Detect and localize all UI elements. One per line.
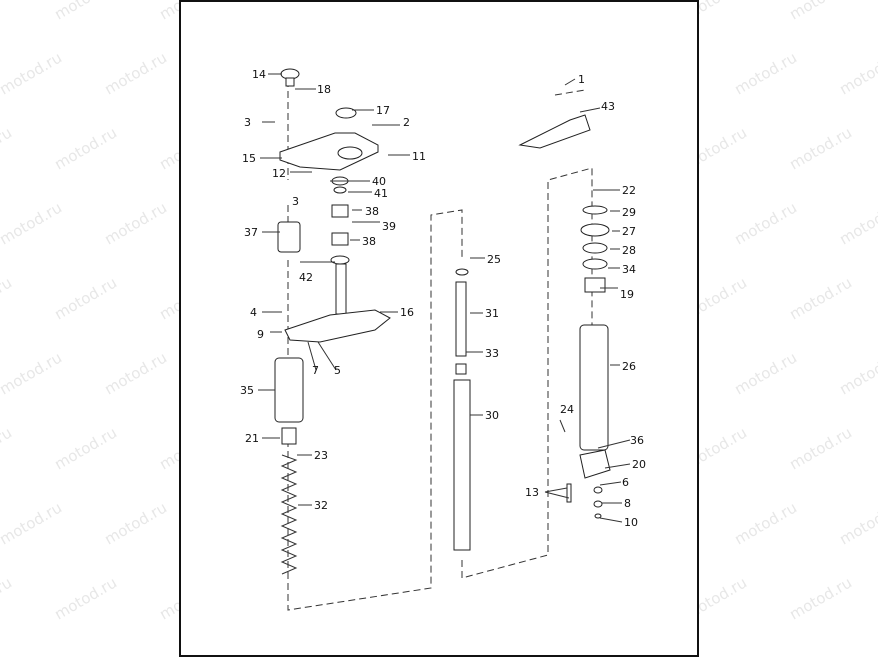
callout-35: 35 bbox=[240, 384, 254, 397]
callout-9: 9 bbox=[257, 328, 264, 341]
part-31-rod bbox=[455, 281, 467, 357]
callout-1: 1 bbox=[578, 73, 585, 86]
part-29-seal bbox=[580, 223, 610, 237]
callout-31: 31 bbox=[485, 307, 499, 320]
part-26-slider bbox=[579, 324, 609, 451]
part-43-bracket bbox=[518, 114, 591, 149]
part-16-lower-bracket bbox=[284, 309, 391, 343]
callout-3a: 3 bbox=[244, 116, 251, 129]
callout-29: 29 bbox=[622, 206, 636, 219]
callout-37: 37 bbox=[244, 226, 258, 239]
callout-39: 39 bbox=[382, 220, 396, 233]
part-32-spring bbox=[280, 454, 298, 575]
callout-26: 26 bbox=[622, 360, 636, 373]
callout-18: 18 bbox=[317, 83, 331, 96]
callout-19: 19 bbox=[620, 288, 634, 301]
callout-41: 41 bbox=[374, 187, 388, 200]
callout-4: 4 bbox=[250, 306, 257, 319]
part-13-bolt bbox=[566, 483, 572, 503]
callout-28: 28 bbox=[622, 244, 636, 257]
callout-12: 12 bbox=[272, 167, 286, 180]
part-20-lug bbox=[579, 449, 611, 479]
assembly-line-right bbox=[461, 167, 593, 579]
part-35-cover bbox=[274, 357, 304, 423]
callout-33: 33 bbox=[485, 347, 499, 360]
part-8 bbox=[593, 500, 603, 508]
part-27-washer bbox=[582, 242, 608, 254]
part-21-cap bbox=[281, 427, 297, 445]
part-28-washer bbox=[582, 258, 608, 270]
callout-3b: 3 bbox=[292, 195, 299, 208]
callout-20: 20 bbox=[632, 458, 646, 471]
part-6 bbox=[593, 486, 603, 494]
callout-40: 40 bbox=[372, 175, 386, 188]
callout-23: 23 bbox=[314, 449, 328, 462]
callout-14: 14 bbox=[252, 68, 266, 81]
callout-36: 36 bbox=[630, 434, 644, 447]
callout-7: 7 bbox=[312, 364, 319, 377]
callout-13: 13 bbox=[525, 486, 539, 499]
diagram-frame bbox=[179, 0, 699, 657]
callout-15: 15 bbox=[242, 152, 256, 165]
callout-34: 34 bbox=[622, 263, 636, 276]
part-14-stem bbox=[285, 77, 295, 87]
part-34-bushing bbox=[584, 277, 606, 293]
callout-27: 27 bbox=[622, 225, 636, 238]
part-17-ring bbox=[335, 107, 357, 119]
leader-lines bbox=[258, 73, 631, 523]
part-25-ring bbox=[455, 268, 469, 276]
part-16-stem bbox=[335, 263, 347, 315]
callout-5: 5 bbox=[334, 364, 341, 377]
part-41-washer bbox=[333, 186, 347, 194]
callout-38a: 38 bbox=[365, 205, 379, 218]
callout-2: 2 bbox=[403, 116, 410, 129]
part-15-hole bbox=[337, 146, 363, 160]
callout-42: 42 bbox=[299, 271, 313, 284]
callout-43: 43 bbox=[601, 100, 615, 113]
part-15-upper-bracket bbox=[279, 132, 379, 171]
callout-21: 21 bbox=[245, 432, 259, 445]
part-22-clip bbox=[582, 205, 608, 215]
part-10 bbox=[594, 513, 602, 519]
callout-25: 25 bbox=[487, 253, 501, 266]
assembly-line-top bbox=[554, 89, 586, 96]
callout-10: 10 bbox=[624, 516, 638, 529]
callout-22: 22 bbox=[622, 184, 636, 197]
callout-17: 17 bbox=[376, 104, 390, 117]
part-38-bearing-upper bbox=[331, 204, 349, 218]
callout-8: 8 bbox=[624, 497, 631, 510]
callout-32: 32 bbox=[314, 499, 328, 512]
part-33-piece bbox=[455, 363, 467, 375]
part-38-bearing-lower bbox=[331, 232, 349, 246]
part-37-spacer bbox=[277, 221, 301, 253]
callout-24: 24 bbox=[560, 403, 574, 416]
part-42-seal bbox=[330, 255, 350, 265]
part-30-tube bbox=[453, 379, 471, 551]
callout-6: 6 bbox=[622, 476, 629, 489]
callout-30: 30 bbox=[485, 409, 499, 422]
callout-16: 16 bbox=[400, 306, 414, 319]
callout-11: 11 bbox=[412, 150, 426, 163]
callout-38b: 38 bbox=[362, 235, 376, 248]
